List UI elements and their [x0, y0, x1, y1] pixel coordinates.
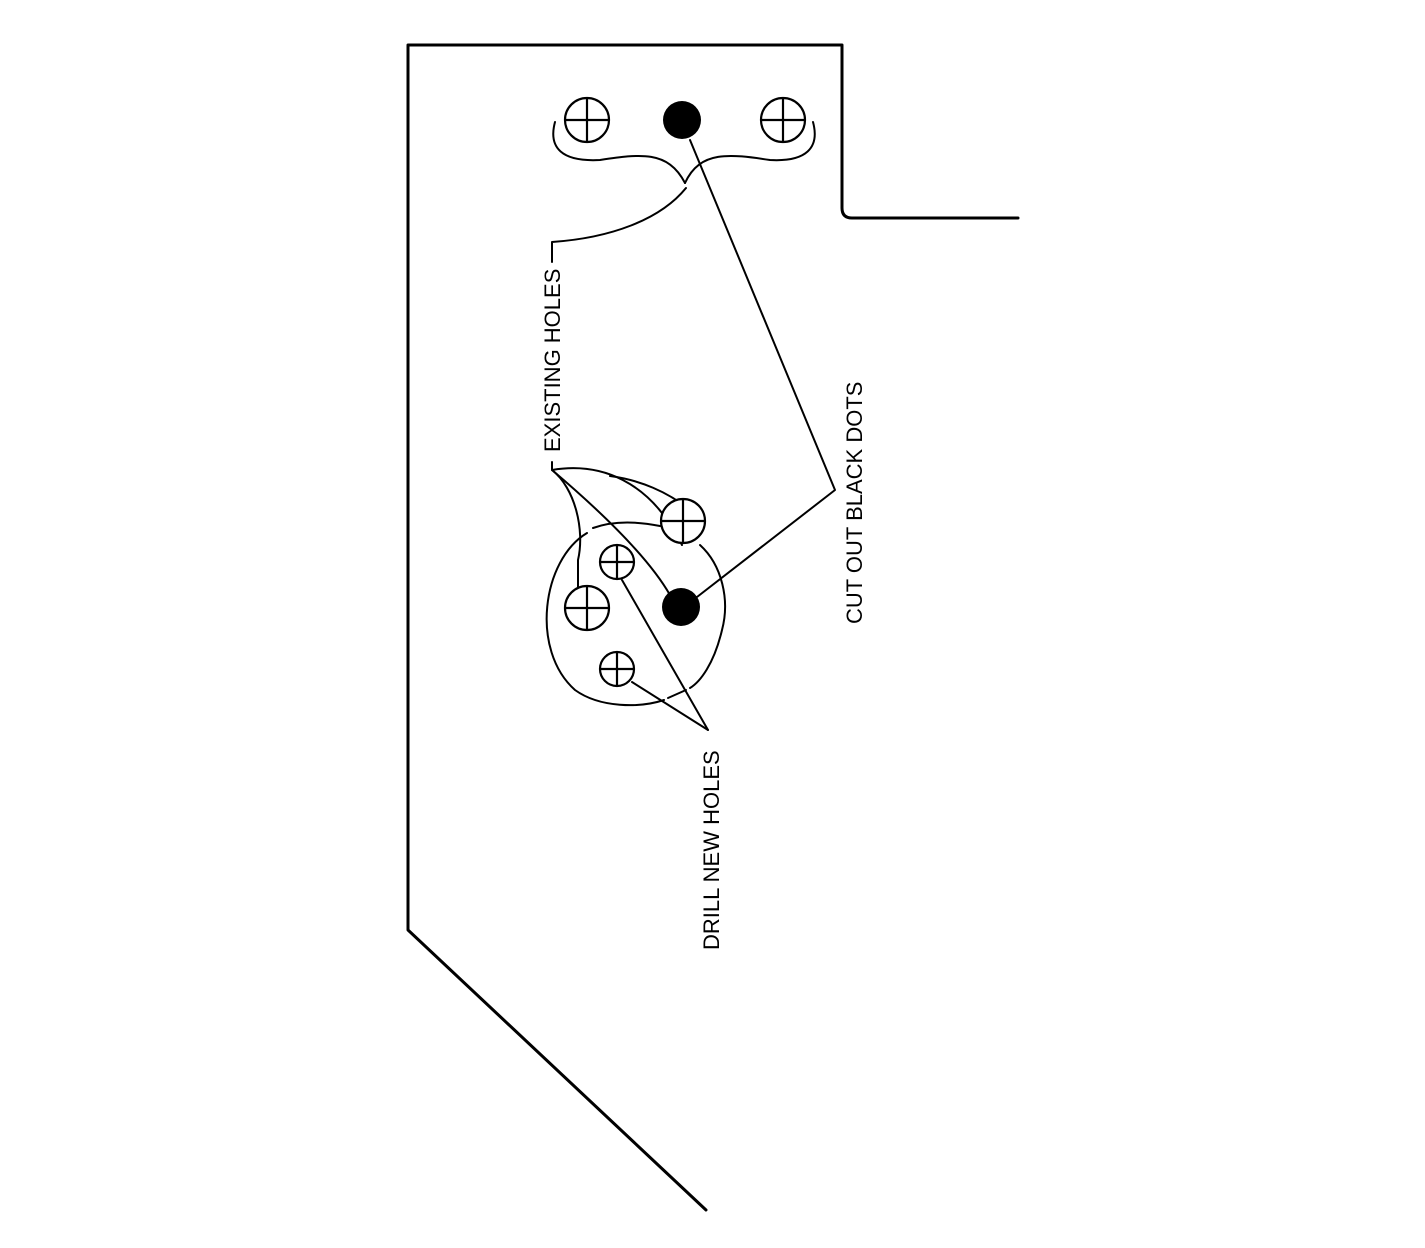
existing-holes-leader-top: [551, 187, 687, 263]
existing-holes-leader-c: [551, 469, 671, 596]
cut-out-black-dots-label: CUT OUT BLACK DOTS: [842, 382, 867, 624]
drill-new-holes-leader-b: [631, 681, 709, 731]
existing-hole-lower-left: [563, 584, 611, 632]
existing-hole-top-left: [563, 96, 611, 144]
black-dot-top: [663, 101, 701, 139]
new-hole-upper: [598, 543, 636, 581]
bolt-circle-arc-left: [545, 532, 665, 707]
new-hole-lower: [598, 650, 636, 688]
drill-new-holes-label: DRILL NEW HOLES: [699, 750, 724, 950]
bolt-circle-arc-bottom: [667, 689, 687, 699]
existing-hole-top-right: [759, 96, 807, 144]
top-bracket-right: [684, 121, 816, 184]
drill-new-holes-leader-a: [621, 579, 709, 731]
bolt-circle-arc-right: [689, 544, 726, 689]
existing-hole-lower-upper-right: [659, 497, 707, 545]
existing-holes-label: EXISTING HOLES: [540, 269, 565, 452]
black-dot-lower: [662, 588, 700, 626]
bolt-circle-arc-inner-top: [592, 521, 661, 529]
cut-out-leader: [689, 139, 836, 598]
existing-holes-leader-b: [551, 467, 683, 546]
panel-outline: [406, 43, 1020, 1212]
top-bracket-left: [552, 121, 686, 184]
